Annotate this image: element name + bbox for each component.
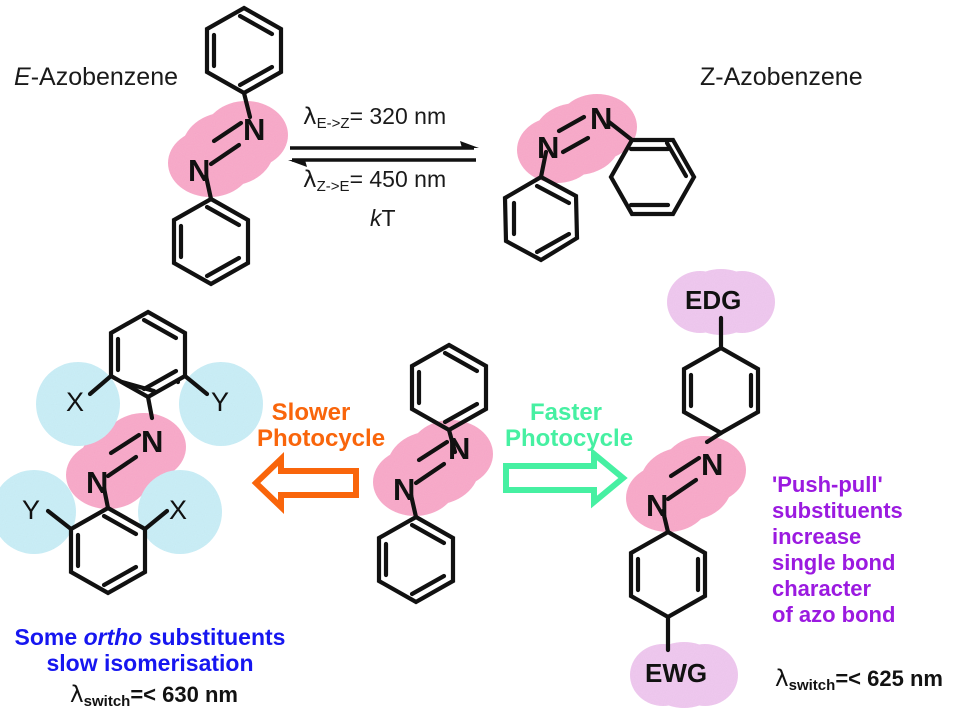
page-title-left: E-Azobenzene [14, 63, 178, 92]
lambda-sub-forward: E->Z [316, 114, 350, 132]
ortho-caption-post: substituents [142, 624, 286, 650]
atom-N-Z-left: N [537, 130, 560, 165]
substituent-highlight-X-lower-right [138, 470, 222, 554]
molecule-center-azobenzene [376, 342, 489, 605]
slower-photocycle-line1: Slower [271, 399, 351, 426]
lambda-symbol-pushpull: λ [775, 666, 789, 692]
faster-photocycle-arrow [503, 447, 628, 509]
substituent-label-Y-lower-left: Y [22, 495, 41, 525]
page-title-right: Z-Azobenzene [700, 63, 863, 91]
substituent-label-Y-upper-right: Y [211, 387, 230, 417]
faster-photocycle-line2: Photocycle [505, 424, 634, 452]
faster-photocycle-line1: Faster [529, 399, 603, 426]
push-pull-note: 'Push-pull' substituents increase single… [772, 472, 962, 628]
atom-N-E-lower: N [188, 153, 211, 188]
ortho-caption-line1: Some ortho substituents [4, 624, 296, 651]
lambda-sub-pushpull: switch [788, 676, 836, 694]
push-pull-note-line-3: single bond [772, 549, 896, 575]
reverse-condition-label: λZ->E= 450 nm [303, 166, 446, 195]
molecule-Z-azobenzene [502, 114, 697, 263]
substituent-highlight-Y-upper-right [179, 362, 263, 446]
atom-N-Z-right: N [590, 101, 613, 136]
push-pull-note-line-1: substituents [772, 497, 903, 523]
atom-N-ortho-lower: N [86, 465, 109, 500]
faster-photocycle-label: Faster Photocycle [505, 399, 634, 452]
push-pull-note-line-0: 'Push-pull' [772, 472, 883, 497]
substituent-highlight-X-upper-left [36, 362, 120, 446]
ortho-caption-pre: Some [14, 624, 84, 650]
group-label-EWG: EWG [645, 658, 708, 688]
push-pull-lambda-switch: λswitch=< 625 nm [775, 666, 943, 694]
ortho-caption-line2: slow isomerisation [46, 649, 254, 676]
ortho-caption-italic: ortho [83, 624, 143, 650]
atom-N-pushpull-lower: N [646, 488, 669, 523]
title-left-rest: -Azobenzene [30, 63, 179, 91]
thermal-k: k [370, 205, 382, 231]
title-left-italic: E [14, 63, 31, 91]
substituent-highlight-Y-lower-left [0, 470, 76, 554]
molecule-E-azobenzene [171, 5, 284, 287]
substituent-label-X-lower-right: X [169, 495, 188, 525]
reverse-value: = 450 nm [349, 166, 447, 192]
azo-highlight-E [168, 101, 288, 197]
group-highlight-EDG [667, 269, 775, 335]
forward-value: = 320 nm [349, 103, 447, 129]
ortho-lambda-switch: λswitch=< 630 nm [44, 682, 264, 710]
atom-N-ortho-upper: N [141, 424, 164, 459]
atom-N-center-upper: N [448, 431, 471, 466]
ortho-caption: Some ortho substituents slow isomerisati… [4, 624, 296, 677]
slower-photocycle-line2: Photocycle [257, 424, 386, 452]
molecule-push-pull [628, 315, 761, 653]
push-pull-note-line-2: increase [772, 523, 862, 549]
slower-photocycle-arrow [251, 451, 359, 515]
lambda-value-pushpull: =< 625 nm [835, 666, 943, 691]
push-pull-note-line-5: of azo bond [772, 601, 896, 627]
group-highlight-EWG [630, 642, 738, 708]
atom-N-center-lower: N [393, 472, 416, 507]
lambda-symbol-ortho: λ [70, 682, 84, 708]
lambda-symbol-forward: λ [303, 104, 317, 130]
forward-condition-label: λE->Z= 320 nm [303, 103, 446, 132]
thermal-T: T [381, 205, 396, 231]
molecule-ortho-substituted [45, 309, 210, 596]
lambda-value-ortho: =< 630 nm [130, 682, 238, 707]
group-label-EDG: EDG [685, 285, 742, 315]
slower-photocycle-label: Slower Photocycle [257, 399, 386, 452]
substituent-label-X-upper-left: X [66, 387, 85, 417]
lambda-sub-ortho: switch [83, 692, 131, 710]
equilibrium-arrow [288, 141, 479, 167]
azo-highlight-Z [517, 94, 637, 183]
thermal-condition-label: kT [370, 205, 396, 232]
atom-N-pushpull-upper: N [701, 447, 724, 482]
lambda-symbol-reverse: λ [303, 167, 317, 193]
lambda-sub-reverse: Z->E [316, 177, 350, 195]
atom-N-E-upper: N [243, 112, 266, 147]
push-pull-note-line-4: character [772, 575, 872, 601]
